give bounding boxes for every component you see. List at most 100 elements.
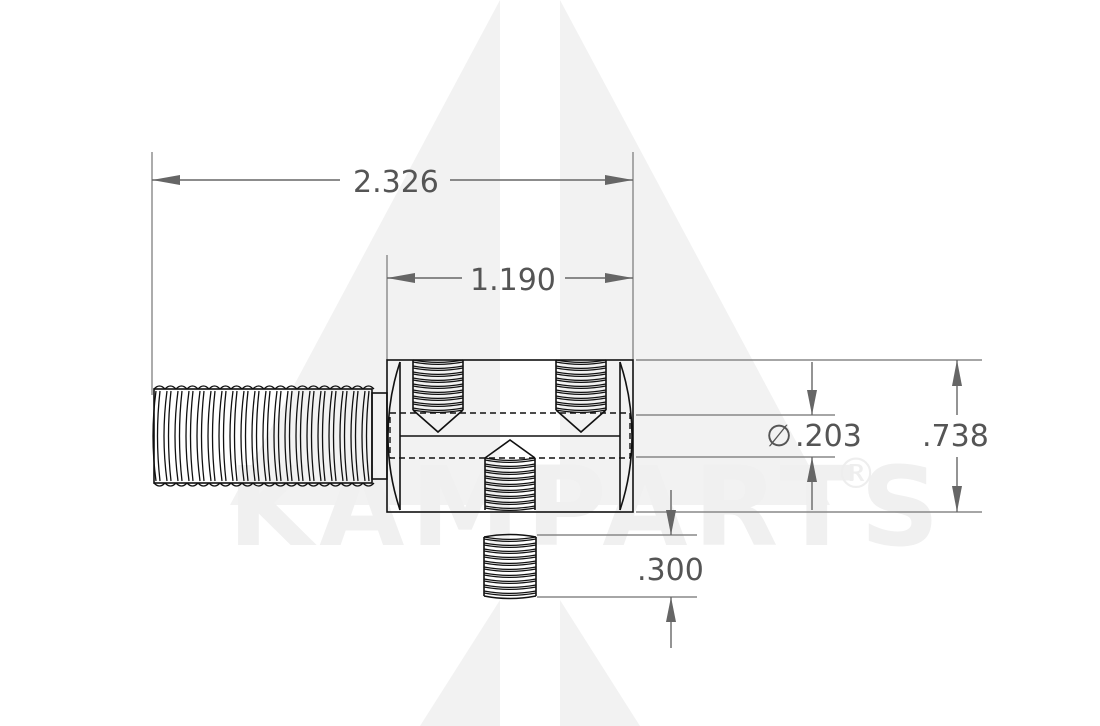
- screw-thread-line: [484, 477, 536, 482]
- stud-thread-crest-bottom: [186, 482, 199, 487]
- screw-thread-line: [484, 471, 536, 476]
- stud-thread-helix: [354, 390, 359, 482]
- stud-thread-helix: [222, 390, 227, 482]
- arrow-body-left: [387, 273, 415, 283]
- screw-thread-line: [484, 481, 536, 486]
- screw-thread-line: [483, 544, 537, 549]
- stud-thread-helix: [299, 390, 304, 482]
- screw-thread-line: [555, 377, 607, 382]
- screw-thread-line: [412, 371, 464, 376]
- stud-thread-helix: [196, 390, 201, 482]
- stud-thread-crest-top: [296, 385, 309, 390]
- stud-thread-helix: [306, 390, 311, 482]
- body-set-screw-left: [412, 359, 464, 434]
- screw-thread-line: [483, 590, 537, 595]
- screw-thread-line: [484, 465, 536, 470]
- stud-thread-helix: [189, 390, 194, 482]
- screw-thread-line: [483, 548, 537, 553]
- screw-thread-line: [555, 371, 607, 376]
- screw-thread-line: [484, 475, 536, 480]
- screw-thread-line: [555, 373, 607, 378]
- stud-thread-helix: [163, 390, 168, 482]
- stud-thread-helix: [321, 390, 326, 482]
- screw-thread-line: [412, 385, 464, 390]
- stud-thread-helix: [233, 390, 238, 482]
- stud-thread-helix: [207, 390, 212, 482]
- screw-thread-line: [483, 574, 537, 579]
- screw-thread-line: [484, 499, 536, 504]
- screw-thread-line: [555, 383, 607, 388]
- loose-set-screw: [483, 533, 537, 600]
- stud-thread-crest-bottom: [197, 482, 210, 487]
- stud-thread-crest-top: [153, 385, 166, 390]
- stud-thread-crest-bottom: [153, 482, 166, 487]
- body-set-screw-right: [555, 359, 607, 434]
- extension-lines: [151, 152, 982, 598]
- screw-thread-line: [484, 483, 536, 488]
- screw-thread-line: [555, 397, 607, 402]
- stud-thread-helix: [339, 390, 344, 482]
- screw-thread-line: [412, 365, 464, 370]
- watermark: KAMPARTS ®: [228, 0, 946, 726]
- stud-thread-helix: [332, 390, 337, 482]
- arrow-body-right: [605, 273, 633, 283]
- stud-thread-helix: [310, 390, 315, 482]
- screw-thread-line: [484, 489, 536, 494]
- screw-thread-line: [412, 395, 464, 400]
- bore-diameter-value: .203: [795, 419, 862, 454]
- overall-length-value: 2.326: [353, 165, 439, 200]
- stud-thread-helix: [218, 390, 223, 482]
- stud-thread-helix: [328, 390, 333, 482]
- stud-thread-helix: [295, 390, 300, 482]
- screw-thread-line: [412, 391, 464, 396]
- screw-thread-line: [412, 359, 464, 364]
- body-right-chamfer: [619, 361, 633, 511]
- stud-thread-helix: [229, 390, 234, 482]
- screw-thread-line: [412, 389, 464, 394]
- stud-core: [153, 388, 373, 484]
- screw-thread-line: [555, 385, 607, 390]
- body-left-chamfer: [387, 361, 401, 511]
- stud-thread-crest-top: [186, 385, 199, 390]
- screw-tip: [555, 409, 607, 434]
- stud-thread-helix: [343, 390, 348, 482]
- stud-thread-crest-top: [362, 385, 375, 390]
- watermark-text: KAMPARTS: [228, 443, 946, 571]
- stud-thread-crest-bottom: [285, 482, 298, 487]
- loose-screw-bottom-edge: [483, 595, 537, 600]
- arrow-overall-right: [605, 175, 633, 185]
- screw-thread-line: [484, 463, 536, 468]
- stud-thread-crest-top: [175, 385, 188, 390]
- dimension-overall-length: 2.326: [152, 165, 633, 200]
- stud-thread-crest-bottom: [230, 482, 243, 487]
- screw-thread-line: [483, 560, 537, 565]
- screw-thread-line: [483, 584, 537, 589]
- screw-thread-line: [412, 377, 464, 382]
- stud-thread-crest-top: [241, 385, 254, 390]
- screw-thread-line: [484, 457, 536, 462]
- screw-thread-line: [484, 507, 536, 512]
- arrow-bore-top: [807, 390, 817, 415]
- dimension-body-height: .738: [922, 360, 989, 512]
- screw-thread-line: [483, 554, 537, 559]
- stud-thread-crest-top: [351, 385, 364, 390]
- stud-thread-helix: [266, 390, 271, 482]
- screw-thread-line: [412, 379, 464, 384]
- screw-thread-line: [483, 562, 537, 567]
- stud-thread-crest-bottom: [241, 482, 254, 487]
- stud-thread-crest-bottom: [263, 482, 276, 487]
- screw-thread-line: [484, 459, 536, 464]
- screw-thread-line: [484, 487, 536, 492]
- dimension-bore-diameter: ∅ .203: [766, 362, 862, 510]
- stud-thread-crest-top: [285, 385, 298, 390]
- stud-thread-helix: [240, 390, 245, 482]
- stud-thread-crest-bottom: [252, 482, 265, 487]
- screw-tip: [484, 439, 536, 459]
- body-outline: [386, 359, 634, 513]
- screw-thread-line: [483, 536, 537, 541]
- stud-thread-helix: [251, 390, 256, 482]
- stud-thread-crest-bottom: [296, 482, 309, 487]
- screw-thread-line: [412, 397, 464, 402]
- screw-thread-line: [483, 556, 537, 561]
